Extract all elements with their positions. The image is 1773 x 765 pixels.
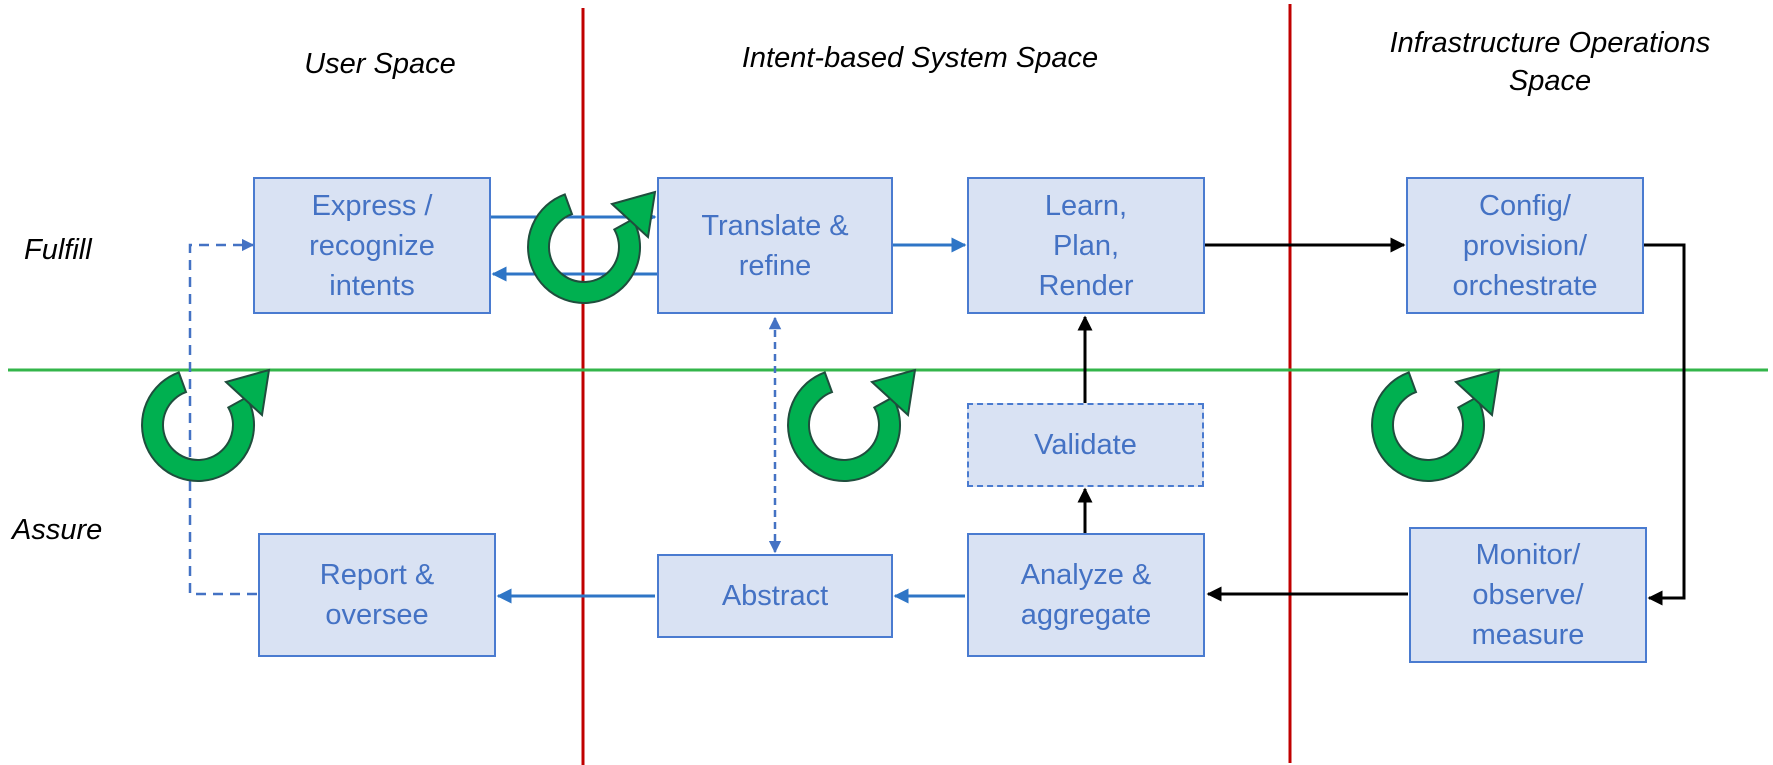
analyze-aggregate-box: Analyze & aggregate (967, 533, 1205, 657)
row-label-fulfill: Fulfill (24, 234, 92, 266)
row-label-assure: Assure (12, 514, 103, 546)
arrow-report-to-express (188, 238, 257, 596)
cycle-icon (527, 190, 657, 304)
cycle-icon (1371, 368, 1501, 482)
monitor-observe-measure-box: Monitor/ observe/ measure (1409, 527, 1647, 663)
arrow-config-to-monitor (1644, 243, 1686, 606)
cycle-icon (141, 368, 271, 482)
cycle-icon (787, 368, 917, 482)
heading-user-space: User Space (304, 48, 456, 80)
express-recognize-intents-box: Express / recognize intents (253, 177, 491, 314)
validate-box: Validate (967, 403, 1204, 487)
translate-refine-box: Translate & refine (657, 177, 893, 314)
heading-infra-space: Infrastructure Operations Space (1389, 27, 1711, 97)
heading-system-space: Intent-based System Space (741, 42, 1099, 74)
abstract-box: Abstract (657, 554, 893, 638)
config-provision-orchestrate-box: Config/ provision/ orchestrate (1406, 177, 1644, 314)
learn-plan-render-box: Learn, Plan, Render (967, 177, 1205, 314)
report-oversee-box: Report & oversee (258, 533, 496, 657)
